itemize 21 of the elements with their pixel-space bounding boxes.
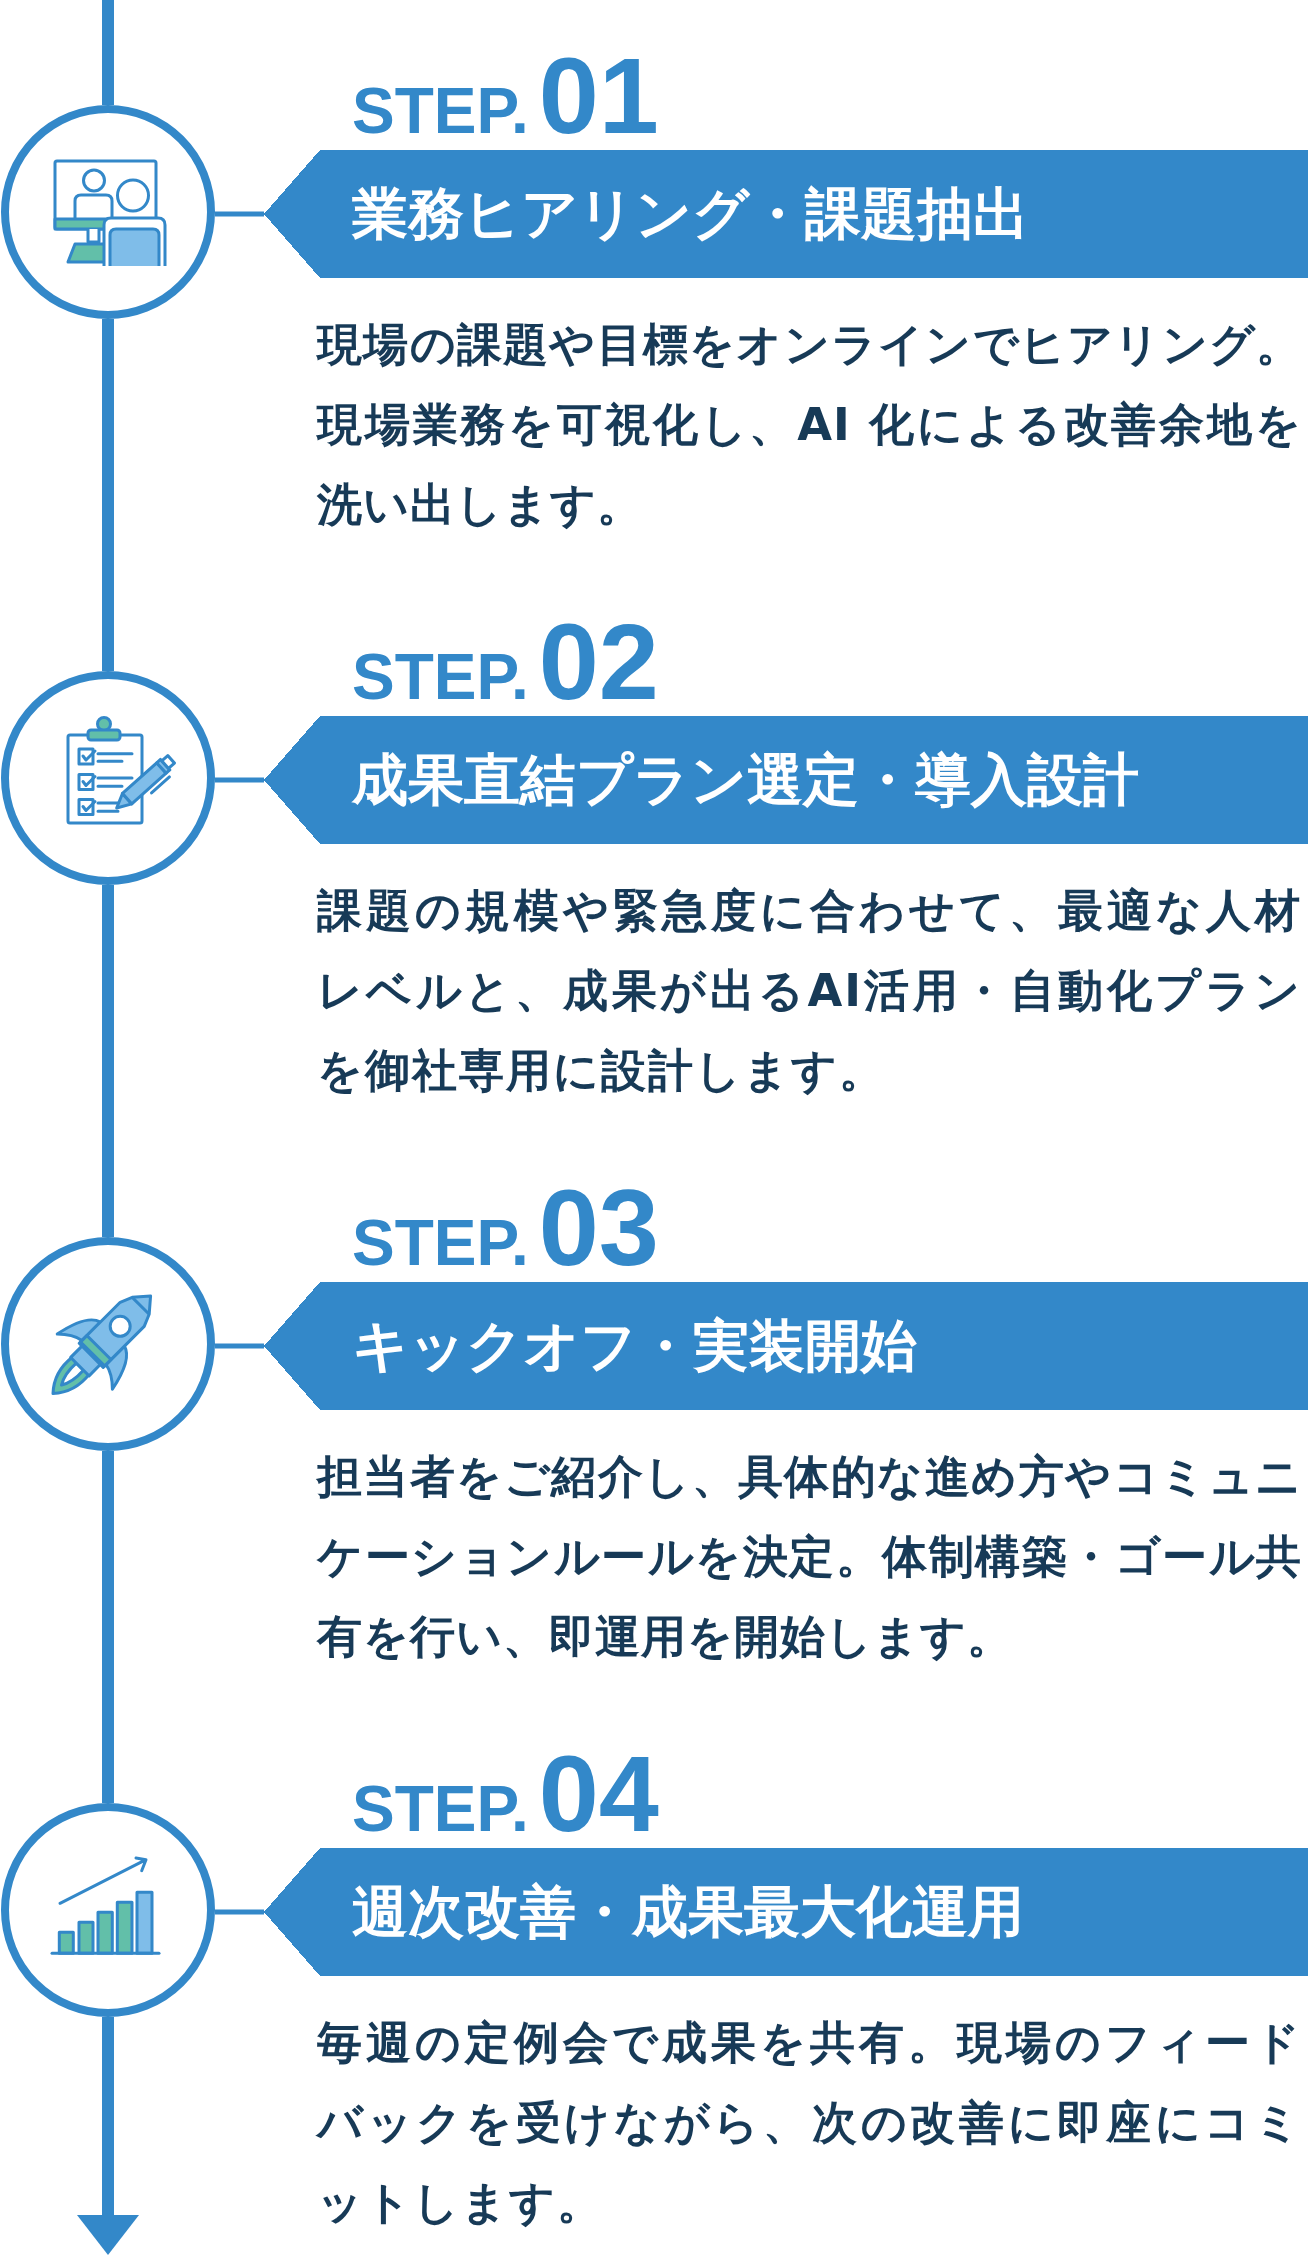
connector-line [215, 1909, 264, 1915]
timeline-line [102, 319, 114, 671]
step-number: STEP.02 [352, 608, 659, 716]
timeline-line [102, 885, 114, 1237]
step-description: 課題の規模や緊急度に合わせて、最適な人材レベルと、成果が出るAI活用・自動化プランを御社専用に設計します。 [317, 883, 1302, 1099]
step-number: STEP.03 [352, 1174, 659, 1282]
step-title: 成果直結プラン選定・導入設計 [352, 746, 1139, 814]
step-title: キックオフ・実装開始 [352, 1312, 917, 1380]
step-description: 毎週の定例会で成果を共有。現場のフィードバックを受けながら、次の改善に即座にコミットします。 [317, 2015, 1302, 2231]
timeline-arrow [77, 2017, 139, 2255]
connector-line [215, 211, 264, 217]
step-description: 担当者をご紹介し、具体的な進め方やコミュニケーションルールを決定。体制構築・ゴール共有を行い、即運用を開始します。 [317, 1449, 1302, 1665]
step-number: STEP.01 [352, 42, 659, 150]
timeline-line [102, 0, 114, 105]
step-number: STEP.04 [352, 1740, 659, 1848]
connector-line [215, 1343, 264, 1349]
timeline-line [102, 1451, 114, 1803]
connector-line [215, 777, 264, 783]
step-description: 現場の課題や目標をオンラインでヒアリング。現場業務を可視化し、AI 化による改善余地を洗い出します。 [317, 317, 1302, 533]
step-title: 業務ヒアリング・課題抽出 [352, 180, 1029, 248]
step-title: 週次改善・成果最大化運用 [352, 1878, 1024, 1946]
